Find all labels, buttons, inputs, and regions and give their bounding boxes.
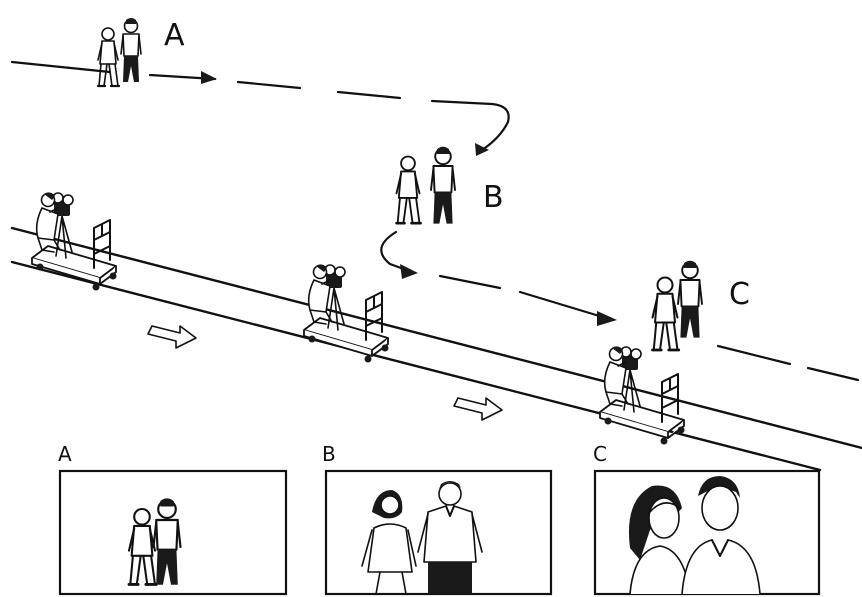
camera-dolly-a bbox=[31, 191, 118, 292]
subjects-c bbox=[651, 259, 703, 352]
dolly-track bbox=[10, 226, 862, 472]
subjects-b bbox=[395, 145, 456, 225]
motion-arrow-1 bbox=[147, 325, 197, 349]
frame-label-b: B bbox=[322, 442, 336, 466]
motion-arrow-2 bbox=[453, 397, 503, 421]
position-label-c: C bbox=[729, 277, 750, 312]
path-arrowhead-a bbox=[201, 71, 217, 84]
frame-b bbox=[324, 469, 553, 596]
frame-label-a: A bbox=[58, 442, 72, 466]
frame-a bbox=[58, 469, 288, 596]
frame-c bbox=[593, 469, 821, 596]
frame-label-c: C bbox=[593, 442, 607, 466]
position-label-a: A bbox=[164, 18, 185, 53]
subject-path bbox=[10, 60, 860, 382]
subjects-a bbox=[96, 17, 142, 88]
camera-dolly-c bbox=[599, 345, 686, 446]
position-label-b: B bbox=[483, 180, 504, 215]
